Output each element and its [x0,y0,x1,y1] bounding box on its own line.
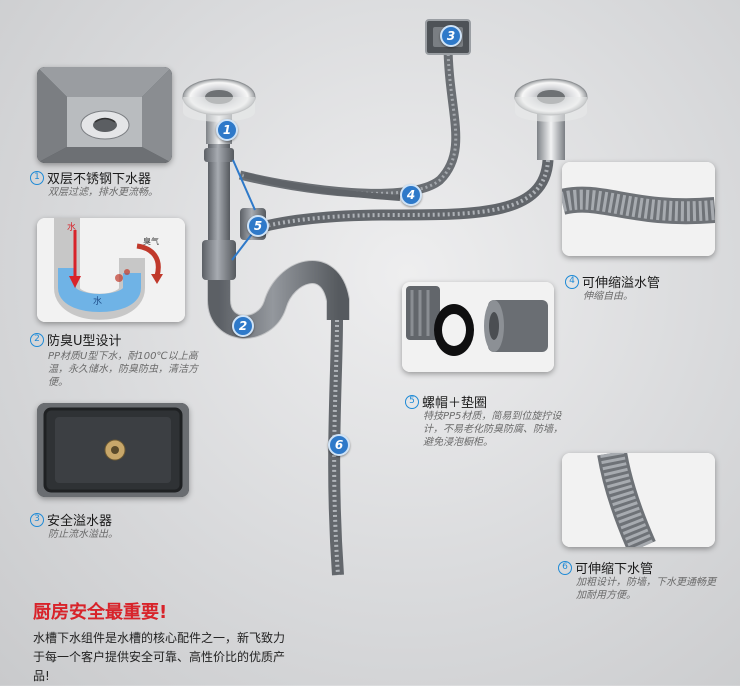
nut-washer-photo [402,282,554,372]
feature-1-title: 1 双层不锈钢下水器 [30,168,151,187]
feature-2-title: 2 防臭U型设计 [30,330,122,349]
feature-2-desc: PP材质U型下水，耐100℃以上高温，永久储水，防臭防虫，清洁方便。 [48,351,198,388]
u-trap [208,261,349,338]
badge-5: 5 [247,215,269,237]
badge-6: 6 [328,434,350,456]
feature-3-number: 3 [30,512,44,527]
water-label-top: 水 [67,223,77,233]
feature-1-desc: 双层过滤，排水更流畅。 [48,187,158,198]
overflow-hose-top [238,43,461,198]
badge-4: 4 [400,184,422,206]
odor-label: 臭气 [143,237,159,246]
feature-6-number: 6 [558,560,572,575]
drain-pipe-photo [562,453,715,547]
feature-5-number: 5 [405,394,419,409]
badge-2: 2 [232,315,254,337]
u-trap-diagram: 水 水 臭气 [37,218,185,322]
overflow-photo [37,403,189,497]
headline: 厨房安全最重要! [33,602,168,623]
feature-4-desc: 伸缩自由。 [583,291,633,302]
badge-1: 1 [216,119,238,141]
feature-4-number: 4 [565,274,579,289]
footer-text: 水槽下水组件是水槽的核心配件之一，新飞致力于每一个客户提供安全可靠、高性价比的优… [33,631,286,683]
overflow-tube-photo [562,162,715,256]
feature-6-desc: 加粗设计，防墙，下水更通畅更加耐用方便。 [576,577,716,601]
feature-5-desc: 特技PP5材质，简易到位旋拧设计，不易老化防臭防腐、防墙，避免浸泡橱柜。 [423,411,563,448]
water-label-bottom: 水 [93,297,103,307]
feature-1-number: 1 [30,170,44,185]
feature-3-desc: 防止流水溢出。 [48,529,118,540]
feature-3-title: 3 安全溢水器 [30,510,112,529]
feature-2-number: 2 [30,332,44,347]
badge-3: 3 [440,25,462,47]
strainer-photo [37,67,172,163]
feature-5-title: 5 螺帽＋垫圈 [405,392,487,411]
feature-6-title: 6 可伸缩下水管 [558,558,653,577]
feature-4-title: 4 可伸缩溢水管 [565,272,660,291]
